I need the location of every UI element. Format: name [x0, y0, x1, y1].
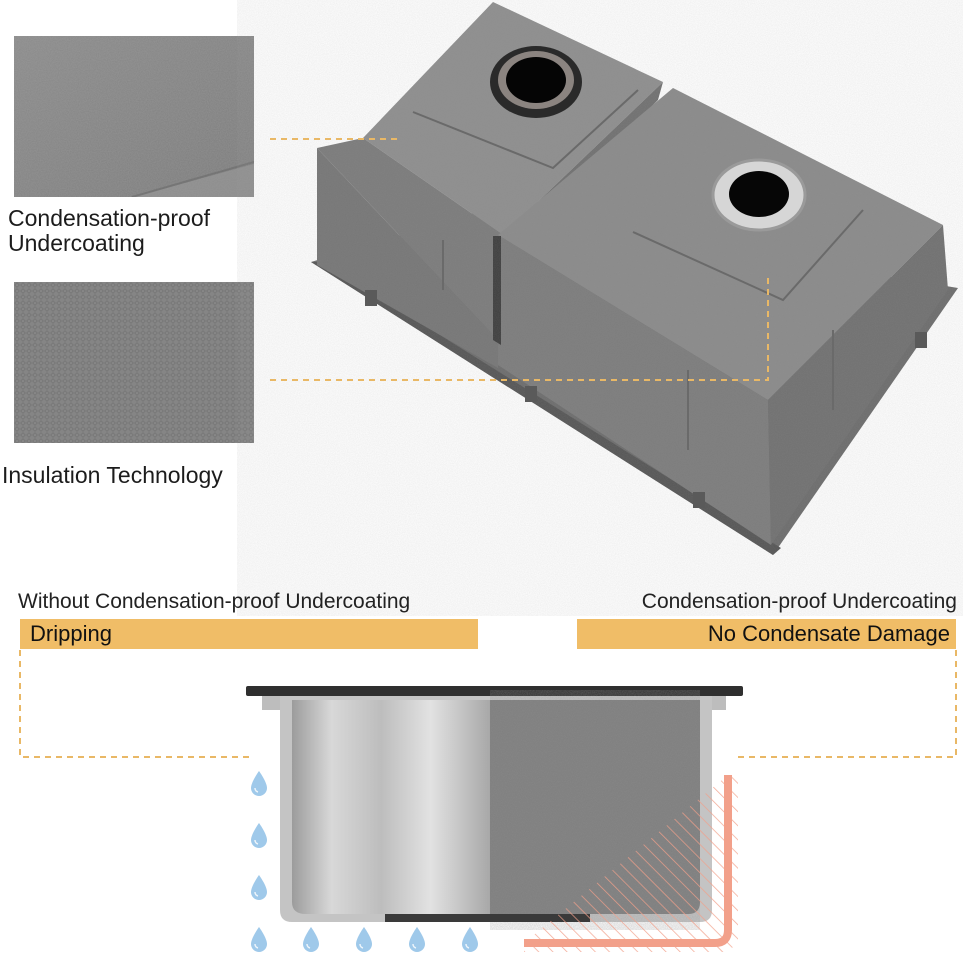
water-drop-icon: [251, 875, 267, 900]
undercoating-label: Condensation-proof Undercoating: [8, 205, 211, 256]
water-drop-icon: [251, 771, 267, 796]
water-drop-icon: [303, 927, 319, 952]
water-drop-icon: [251, 823, 267, 848]
double-bowl-sink-illustration: [303, 0, 963, 560]
water-drop-icon: [251, 927, 267, 952]
water-drop-icon: [409, 927, 425, 952]
with-coating-caption: Condensation-proof Undercoating: [641, 590, 957, 613]
leader-lines-top: [270, 138, 769, 381]
insulation-swatch: [14, 282, 254, 443]
water-drop-icon: [462, 927, 478, 952]
water-drop-icon: [356, 927, 372, 952]
sink-cross-section-diagram: [19, 650, 957, 952]
no-condensate-badge: No Condensate Damage: [577, 619, 956, 649]
insulation-label: Insulation Technology: [2, 462, 223, 488]
undercoating-swatch: [14, 36, 254, 197]
without-coating-caption: Without Condensation-proof Undercoating: [18, 590, 411, 613]
dripping-badge: Dripping: [20, 619, 478, 649]
